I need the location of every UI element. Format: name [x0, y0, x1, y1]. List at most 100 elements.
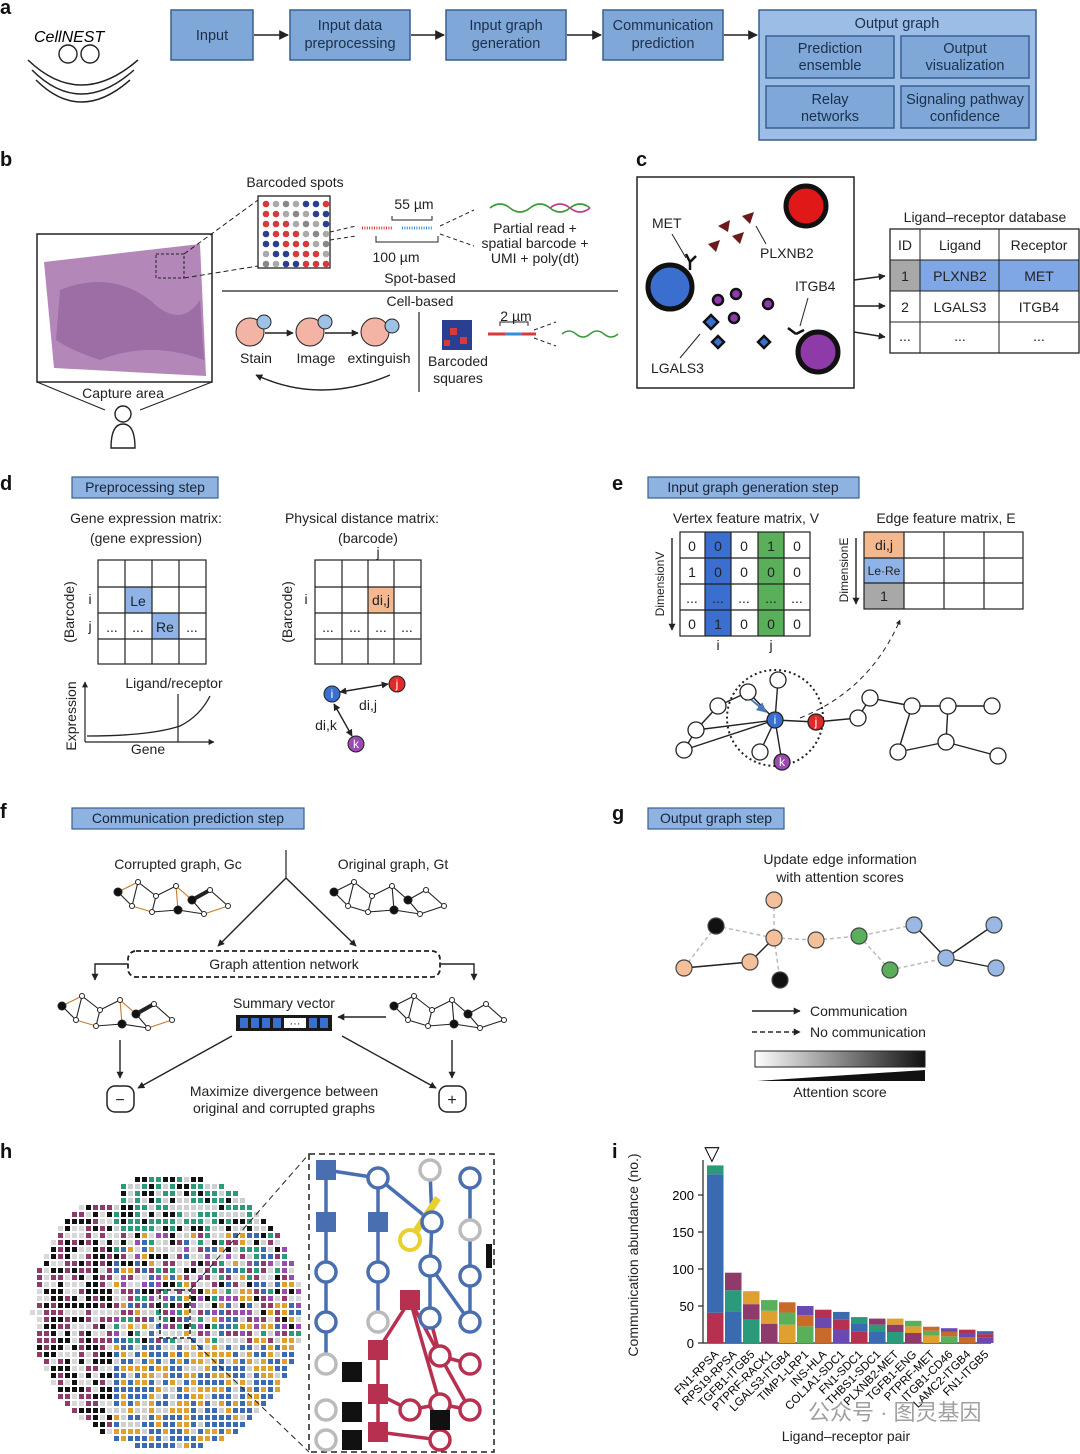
spot-dot [322, 260, 330, 268]
attention-node [881, 961, 899, 979]
tissue-spot [240, 1352, 245, 1357]
tissue-spot [219, 1352, 224, 1357]
mini-node [345, 903, 351, 909]
relay-networks-box [765, 85, 895, 129]
attention-score-label: Attention score [793, 1084, 887, 1100]
tissue-spot [100, 1296, 105, 1301]
tissue-spot [219, 1408, 224, 1413]
tissue-spot [107, 1254, 112, 1259]
tissue-spot [233, 1219, 238, 1224]
bar-segment [959, 1333, 976, 1338]
tissue-spot [142, 1254, 147, 1259]
tissue-spot [170, 1338, 175, 1343]
tissue-spot [121, 1310, 126, 1315]
tissue-spot [219, 1296, 224, 1301]
tissue-spot [177, 1198, 182, 1203]
no-communication-legend: No communication [810, 1024, 926, 1040]
tissue-spot [72, 1233, 77, 1238]
tissue-spot [247, 1254, 252, 1259]
tissue-spot [184, 1303, 189, 1308]
tissue-spot [198, 1422, 203, 1427]
tissue-spot [163, 1387, 168, 1392]
tissue-spot [128, 1436, 133, 1441]
bar-segment [797, 1306, 814, 1316]
vertex-cell: ... [712, 590, 724, 606]
tissue-spot [240, 1282, 245, 1287]
tissue-spot [219, 1268, 224, 1273]
tissue-spot [296, 1303, 301, 1308]
tissue-spot [44, 1331, 49, 1336]
tissue-spot [240, 1366, 245, 1371]
tissue-spot [226, 1254, 231, 1259]
stain-label: Stain [240, 350, 272, 366]
tissue-spot [51, 1282, 56, 1287]
input-label: Input [196, 28, 228, 44]
tissue-spot [114, 1436, 119, 1441]
mini-node [463, 1009, 473, 1019]
expression-axis-label: Expression [63, 681, 79, 750]
tissue-spot [240, 1373, 245, 1378]
bar-segment [725, 1290, 742, 1312]
tissue-spot [233, 1359, 238, 1364]
tissue-spot [184, 1317, 189, 1322]
tissue-spot [177, 1247, 182, 1252]
update-2: with attention scores [775, 869, 904, 885]
tissue-spot [107, 1212, 112, 1217]
preprocessing-step-title: Preprocessing step [85, 479, 205, 495]
dim-100-label: 100 µm [373, 249, 420, 265]
tissue-spot [86, 1338, 91, 1343]
tissue-spot [240, 1422, 245, 1427]
graph-node [675, 741, 693, 759]
tissue-spot [212, 1394, 217, 1399]
tissue-spot [240, 1324, 245, 1329]
mini-node [441, 903, 447, 909]
tissue-spot [240, 1289, 245, 1294]
tissue-spot [86, 1366, 91, 1371]
tissue-spot [226, 1415, 231, 1420]
mini-edge [203, 905, 229, 915]
tissue-spot [184, 1436, 189, 1441]
tissue-spot [44, 1296, 49, 1301]
panel-g: g Output graph step Update edge informat… [612, 803, 1005, 1100]
tissue-spot [198, 1289, 203, 1294]
tissue-spot [72, 1247, 77, 1252]
db-title: Ligand–receptor database [904, 209, 1067, 225]
tissue-spot [219, 1429, 224, 1434]
tissue-spot [219, 1387, 224, 1392]
tissue-spot [289, 1289, 294, 1294]
tissue-spot [191, 1310, 196, 1315]
graph-node [937, 733, 955, 751]
tissue-spot [177, 1422, 182, 1427]
tissue-spot [37, 1296, 42, 1301]
spot-dot [302, 250, 310, 258]
tissue-spot [177, 1373, 182, 1378]
tissue-spot [226, 1191, 231, 1196]
tissue-spot [205, 1324, 210, 1329]
tissue-spot [156, 1212, 161, 1217]
tissue-spot [128, 1198, 133, 1203]
db-cell: ... [1033, 328, 1045, 344]
tissue-spot [240, 1261, 245, 1266]
mini-node [389, 883, 395, 889]
panel-label-f: f [0, 801, 7, 823]
bar-segment [761, 1300, 778, 1311]
tissue-spot [135, 1261, 140, 1266]
tissue-spot [135, 1233, 140, 1238]
tissue-spot [205, 1331, 210, 1336]
tissue-spot [121, 1415, 126, 1420]
tissue-spot [156, 1408, 161, 1413]
tissue-spot [135, 1226, 140, 1231]
tissue-spot [149, 1436, 154, 1441]
tissue-spot [282, 1366, 287, 1371]
tissue-spot [107, 1247, 112, 1252]
tissue-spot [58, 1226, 63, 1231]
tissue-spot [177, 1282, 182, 1287]
tissue-spot [233, 1254, 238, 1259]
tissue-spot [219, 1331, 224, 1336]
tissue-spot [72, 1338, 77, 1343]
tissue-spot [233, 1415, 238, 1420]
dik-edge-label: di,k [315, 717, 338, 733]
zoom-node-black [342, 1402, 362, 1422]
tissue-spot [268, 1366, 273, 1371]
tissue-spot [79, 1261, 84, 1266]
